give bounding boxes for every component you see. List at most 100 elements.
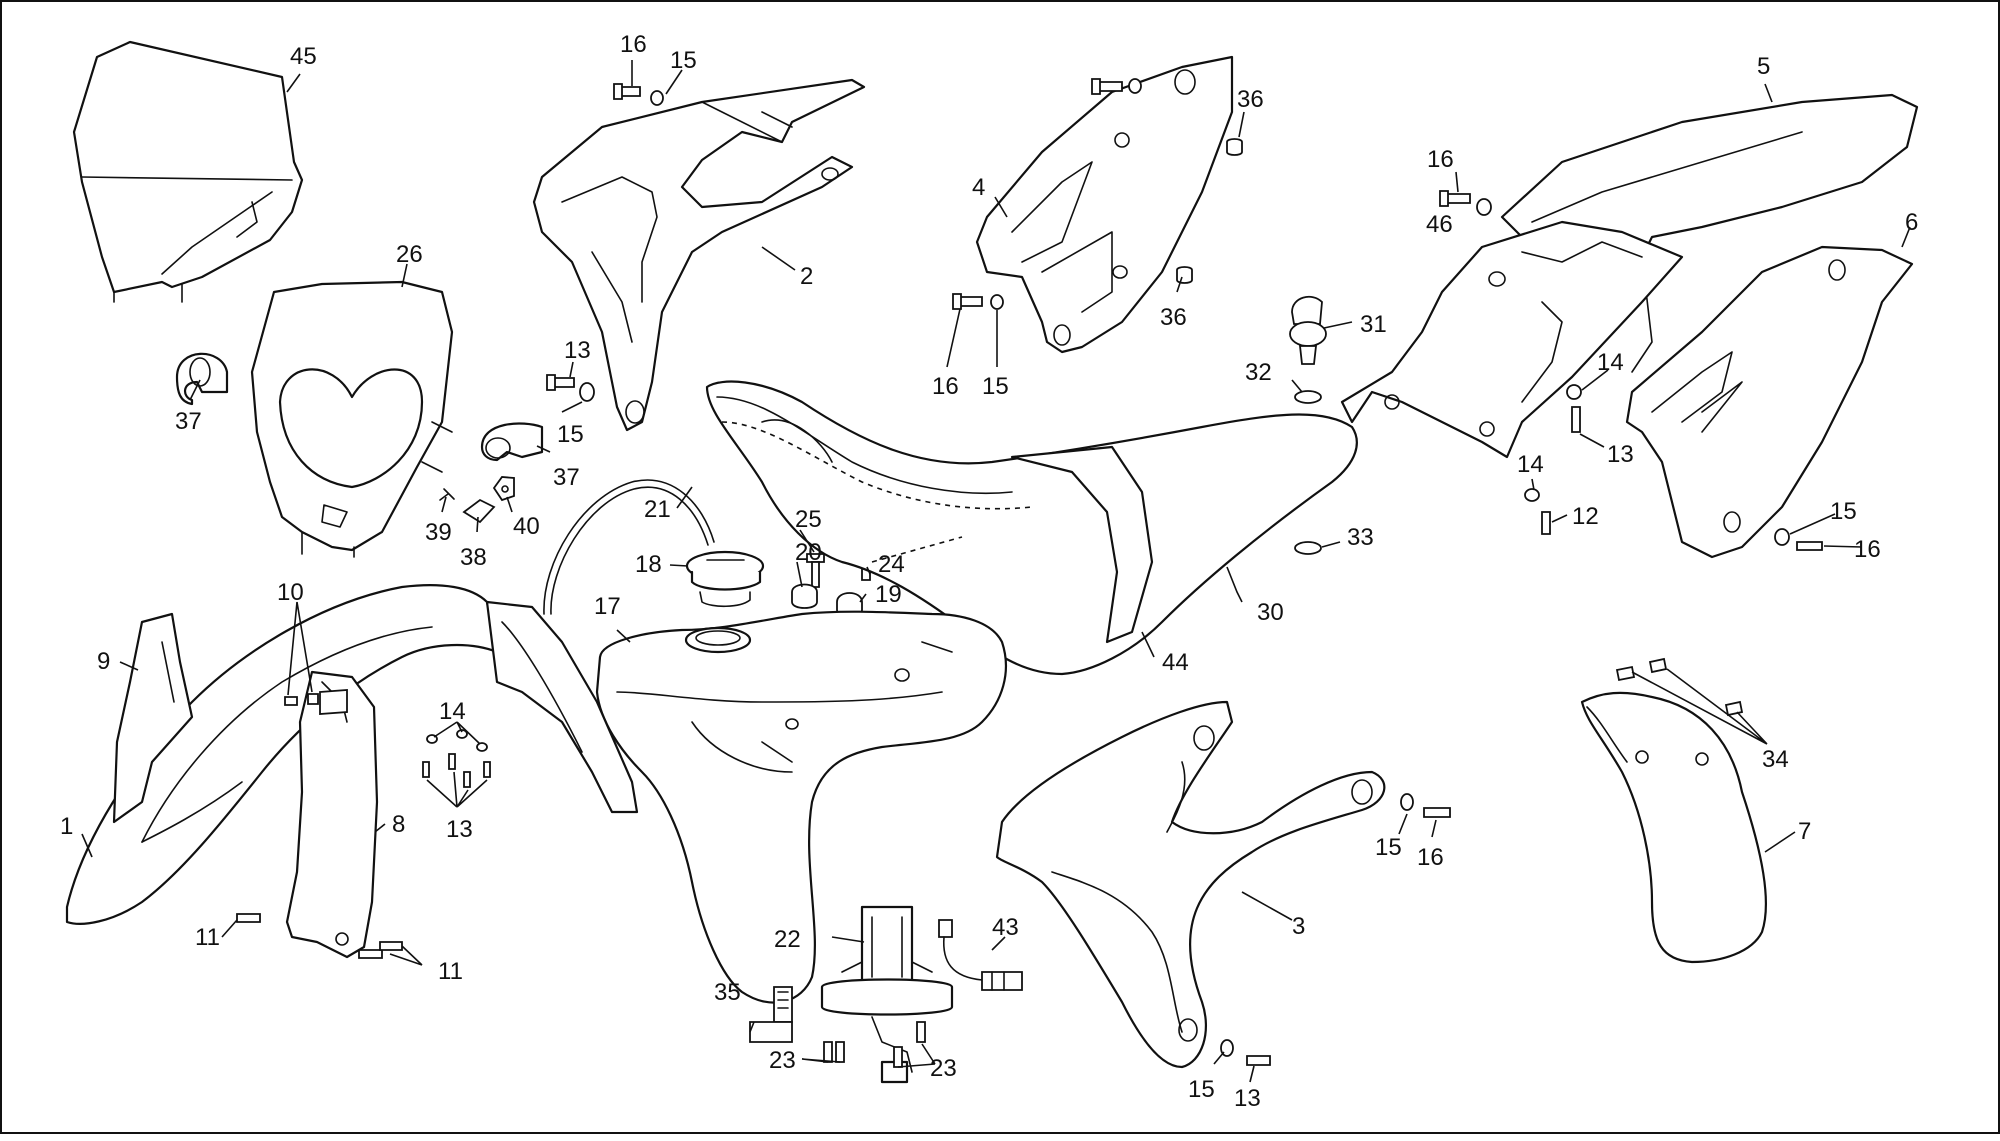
label-15b: 15 (982, 373, 1009, 400)
label-23b: 23 (930, 1055, 957, 1082)
label-16e: 16 (1417, 844, 1444, 871)
label-14c: 14 (439, 698, 466, 725)
part-1-front-fender (65, 584, 639, 925)
part-33-washer (1294, 541, 1322, 555)
label-19: 19 (875, 581, 902, 608)
part-45-number-plate (72, 40, 304, 303)
part-17-fuel-tank (595, 610, 1007, 1004)
hardware-14-12-airbox (1524, 488, 1551, 535)
part-18-fuel-cap (685, 550, 765, 608)
label-30: 30 (1257, 599, 1284, 626)
part-39-cable-tie (439, 488, 455, 501)
label-25: 25 (795, 506, 822, 533)
label-38: 38 (460, 544, 487, 571)
label-36b: 36 (1160, 304, 1187, 331)
hardware-14-13-panel-6 (1566, 384, 1582, 433)
part-37-clamp-left (175, 352, 229, 406)
label-39: 39 (425, 519, 452, 546)
label-11b: 11 (438, 958, 463, 985)
part-37-clamp-right (480, 422, 544, 462)
label-6: 6 (1905, 209, 1918, 236)
part-40-bracket (492, 476, 515, 502)
label-13c: 13 (446, 816, 473, 843)
hardware-16-46-fender (1439, 190, 1492, 216)
part-7-rear-mudflap (1580, 691, 1767, 964)
part-32-washer (1294, 390, 1322, 404)
hardware-16-15-top (613, 83, 664, 106)
label-37a: 37 (175, 408, 202, 435)
label-33: 33 (1347, 524, 1374, 551)
label-35: 35 (714, 979, 741, 1006)
part-43-fuel-line (938, 919, 1023, 991)
label-17: 17 (594, 593, 621, 620)
label-9: 9 (97, 648, 110, 675)
part-9-fork-guard-left (112, 612, 194, 824)
label-36a: 36 (1237, 86, 1264, 113)
label-40: 40 (513, 513, 540, 540)
hardware-13-15-shroud (546, 374, 595, 402)
label-15e: 15 (1375, 834, 1402, 861)
label-5: 5 (1757, 53, 1770, 80)
label-15c: 15 (557, 421, 584, 448)
label-32: 32 (1245, 359, 1272, 386)
hardware-screw-panel-4 (1091, 78, 1142, 95)
part-6-right-side-panel (1625, 245, 1914, 559)
label-37b: 37 (553, 464, 580, 491)
part-4-left-side-panel (975, 55, 1234, 354)
label-23a: 23 (769, 1047, 796, 1074)
part-21-breather-hose (543, 479, 715, 615)
label-8: 8 (392, 811, 405, 838)
label-26: 26 (396, 241, 423, 268)
label-13a: 13 (564, 337, 591, 364)
hardware-15-13-shroud-3 (1220, 1039, 1271, 1066)
label-3: 3 (1292, 913, 1305, 940)
label-2: 2 (800, 263, 813, 290)
label-43: 43 (992, 914, 1019, 941)
hardware-15-16-shroud-3 (1400, 793, 1451, 818)
label-21: 21 (644, 496, 671, 523)
hardware-36-grommets (1176, 138, 1243, 284)
label-16a: 16 (620, 31, 647, 58)
part-3-right-shroud (995, 700, 1386, 1069)
label-22: 22 (774, 926, 801, 953)
part-35-fuel-fitting (749, 986, 793, 1043)
label-13d: 13 (1234, 1085, 1261, 1112)
label-16c: 16 (1427, 146, 1454, 173)
part-20-spacer (791, 583, 818, 609)
part-25-seat-bolt (806, 553, 825, 588)
label-15d: 15 (1830, 498, 1857, 525)
label-15f: 15 (1188, 1076, 1215, 1103)
leader-lines (81, 60, 1911, 1083)
label-4: 4 (972, 174, 985, 201)
label-20: 20 (795, 539, 822, 566)
hardware-15-16-panel-6 (1774, 528, 1823, 551)
part-2-left-shroud (532, 78, 866, 432)
label-14a: 14 (1597, 349, 1624, 376)
part-14-13-fender-screws (422, 729, 491, 788)
label-24: 24 (878, 551, 905, 578)
part-38-rubber-pad (462, 498, 496, 524)
label-11a: 11 (195, 924, 220, 951)
part-31-seat-lock (1289, 295, 1327, 365)
label-31: 31 (1360, 311, 1387, 338)
label-7: 7 (1798, 818, 1811, 845)
part-34-screws (1615, 657, 1744, 717)
label-13b: 13 (1607, 441, 1634, 468)
label-1: 1 (60, 813, 73, 840)
label-45: 45 (290, 43, 317, 70)
label-14b: 14 (1517, 451, 1544, 478)
part-airbox-inner-guard (1340, 220, 1684, 459)
part-22-fuel-pump (820, 905, 954, 1084)
label-46: 46 (1426, 211, 1453, 238)
label-15a: 15 (670, 47, 697, 74)
label-18: 18 (635, 551, 662, 578)
part-8-fork-guard-right (285, 670, 379, 959)
part-23-pump-screws (823, 1021, 926, 1068)
label-44: 44 (1162, 649, 1189, 676)
hardware-16-15-panel-4 (952, 293, 1004, 310)
part-11-screws (236, 913, 403, 959)
label-16d: 16 (1854, 536, 1881, 563)
part-26-headlight-mask (250, 280, 454, 558)
